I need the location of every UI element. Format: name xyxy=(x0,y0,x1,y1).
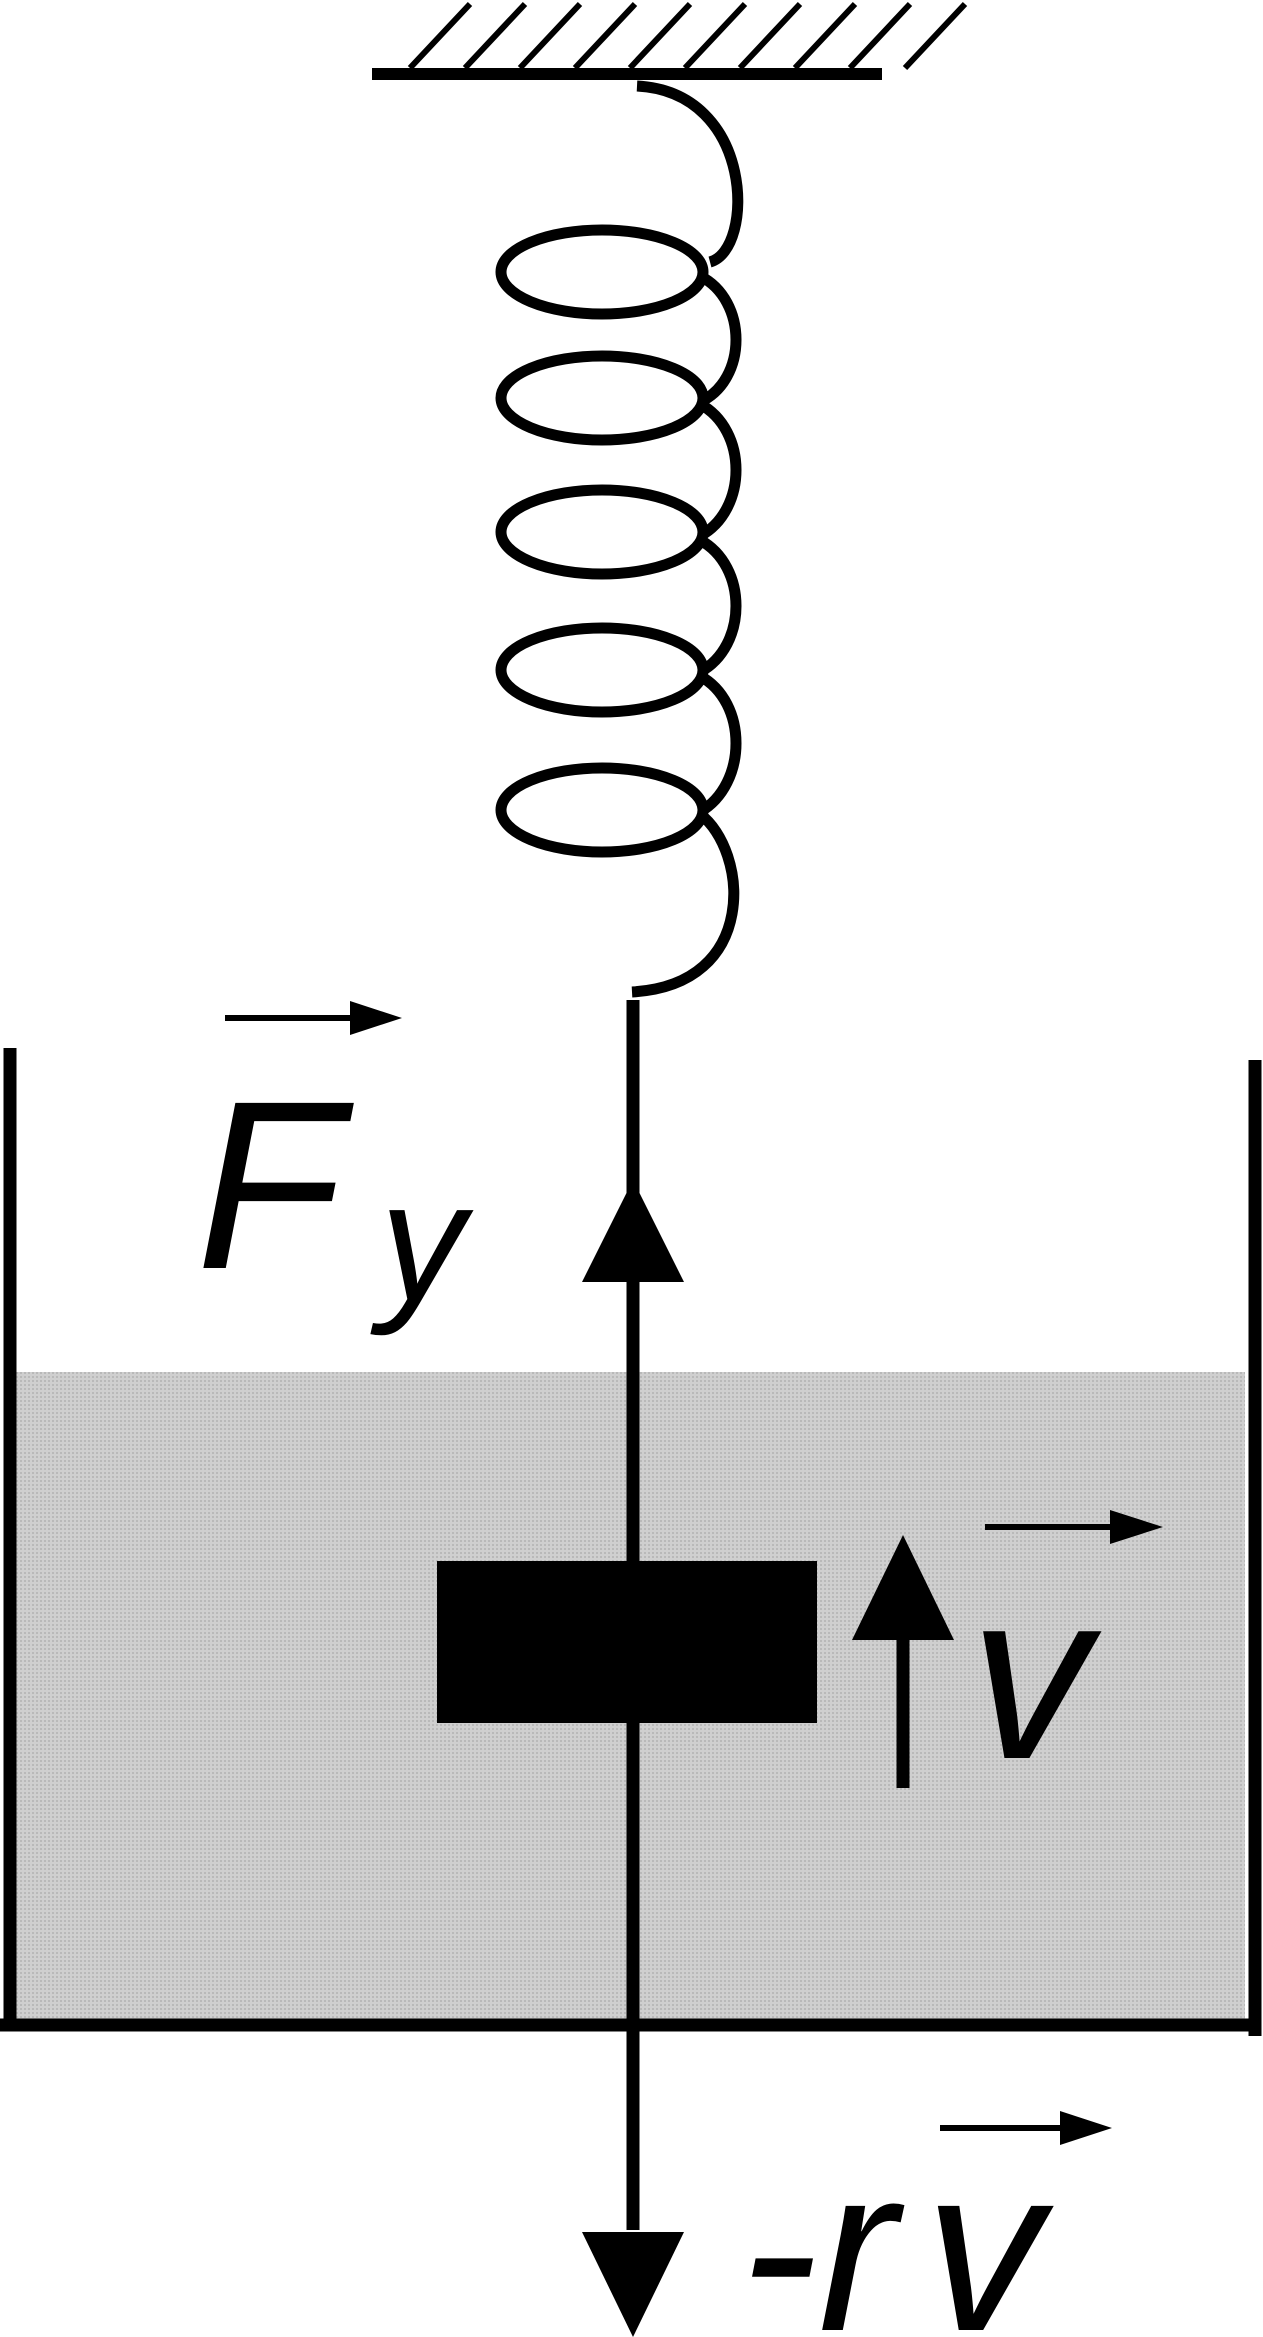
vector-arrow-v xyxy=(985,1510,1163,1544)
vector-arrow-rv xyxy=(940,2111,1112,2145)
spring xyxy=(495,80,744,998)
spring-force-subscript: y xyxy=(370,1147,474,1337)
drag-force-arrowhead xyxy=(582,2232,684,2337)
velocity-label: v xyxy=(970,1541,1102,1809)
spring-force-label: F xyxy=(196,1051,354,1319)
spring-force-arrowhead xyxy=(582,1180,684,1282)
ceiling-hatching xyxy=(407,1,968,71)
mass-block xyxy=(437,1561,817,1723)
ceiling-support xyxy=(372,1,968,80)
drag-force-vector-label: v xyxy=(925,2117,1054,2337)
velocity-arrow xyxy=(852,1535,954,1788)
vector-arrow-f xyxy=(225,1001,402,1035)
drag-force-prefix: -r xyxy=(740,2117,905,2337)
